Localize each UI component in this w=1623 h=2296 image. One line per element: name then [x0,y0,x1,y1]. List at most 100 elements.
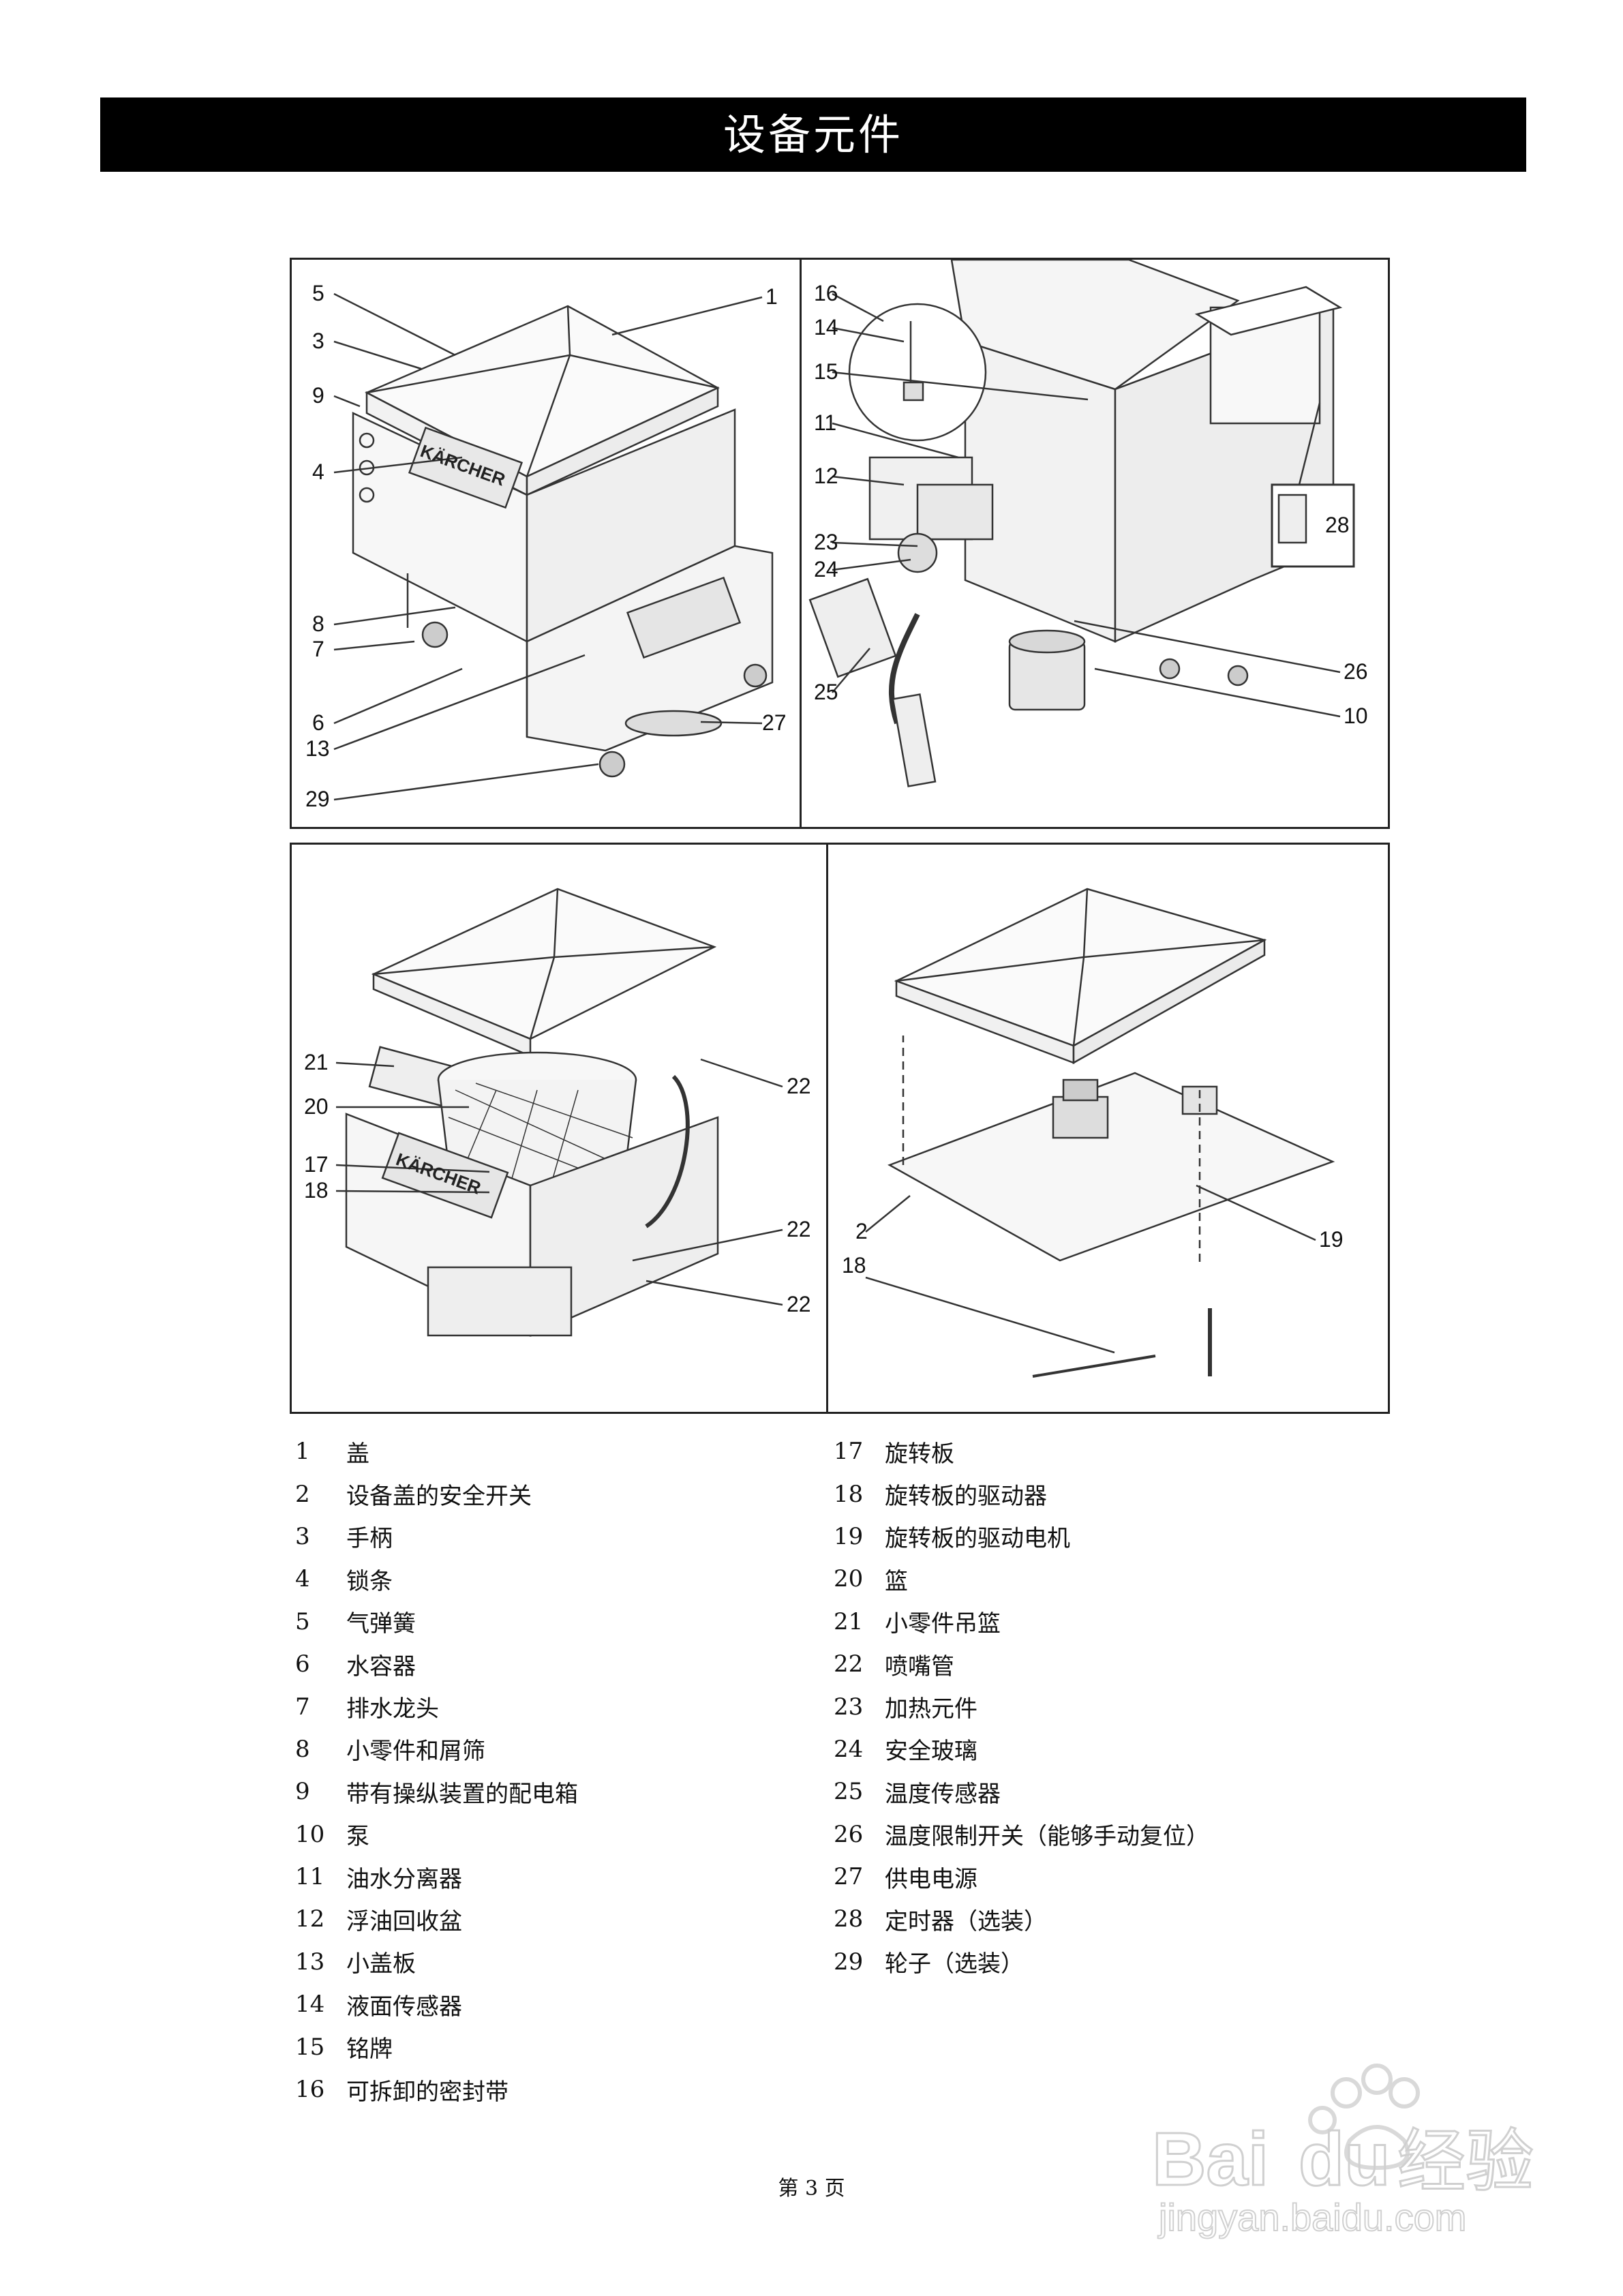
part-name: 油水分离器 [346,1865,462,1893]
part-number: 13 [295,1948,325,1976]
part-number: 14 [295,1991,325,2019]
parts-list-row: 7 排水龙头 [295,1685,578,1727]
part-name: 设备盖的安全开关 [346,1483,532,1511]
parts-list-row: 10 泵 [295,1813,578,1856]
part-number: 20 [834,1565,864,1593]
part-number: 1 [295,1438,310,1466]
part-number: 3 [295,1522,310,1550]
parts-list-row: 25 温度传感器 [834,1770,1209,1813]
paw-logo [1308,2064,1420,2171]
parts-list-row: 15 铭牌 [295,2025,578,2068]
part-number: 23 [834,1693,864,1721]
part-name: 供电电源 [885,1865,977,1893]
figure-drive-exploded: 2 18 19 [826,843,1390,1414]
parts-list-row: 26 温度限制开关（能够手动复位） [834,1813,1209,1856]
part-name: 锁条 [346,1567,393,1595]
part-number: 17 [834,1438,864,1466]
part-name: 小盖板 [346,1950,416,1978]
part-name: 定时器（选装） [885,1907,1047,1935]
part-name: 排水龙头 [346,1695,439,1723]
part-name: 加热元件 [885,1695,977,1723]
part-number: 5 [295,1607,310,1635]
parts-list-row: 21 小零件吊篮 [834,1601,1209,1643]
part-number: 6 [295,1650,310,1678]
part-name: 泵 [346,1823,369,1851]
parts-list-row: 5 气弹簧 [295,1601,578,1643]
part-number: 26 [834,1820,864,1848]
parts-list-row: 24 安全玻璃 [834,1728,1209,1770]
part-name: 气弹簧 [346,1610,416,1638]
part-number: 8 [295,1735,310,1763]
part-name: 盖 [346,1440,369,1468]
part-number: 15 [295,2033,325,2061]
part-name: 轮子（选装） [885,1950,1024,1978]
watermark-brand-du: du [1299,2117,1390,2201]
parts-list-row: 28 定时器（选装） [834,1898,1209,1940]
parts-list-row: 2 设备盖的安全开关 [295,1472,578,1515]
parts-list-row: 6 水容器 [295,1643,578,1685]
part-name: 旋转板的驱动器 [885,1483,1047,1511]
parts-list-row: 8 小零件和屑筛 [295,1728,578,1770]
part-number: 12 [295,1905,325,1933]
part-number: 9 [295,1778,310,1806]
parts-list-row: 11 油水分离器 [295,1856,578,1898]
part-number: 21 [834,1607,864,1635]
parts-list-row: 9 带有操纵装置的配电箱 [295,1770,578,1813]
part-name: 旋转板 [885,1440,954,1468]
part-number: 4 [295,1565,310,1593]
part-number: 18 [834,1480,864,1508]
parts-list-row: 22 喷嘴管 [834,1643,1209,1685]
part-number: 7 [295,1693,310,1721]
parts-list-row: 17 旋转板 [834,1430,1209,1472]
parts-list-row: 18 旋转板的驱动器 [834,1472,1209,1515]
part-number: 28 [834,1905,864,1933]
parts-list-row: 29 轮子（选装） [834,1941,1209,1983]
parts-list-row: 13 小盖板 [295,1941,578,1983]
parts-list-row: 16 可拆卸的密封带 [295,2068,578,2111]
watermark-cn: 经验 [1397,2121,1534,2201]
part-name: 小零件吊篮 [885,1610,1001,1638]
part-name: 可拆卸的密封带 [346,2078,509,2106]
part-name: 浮油回收盆 [346,1907,462,1935]
part-name: 水容器 [346,1652,416,1680]
figure-machine-overview: 5 3 9 4 8 7 6 13 29 1 27 KÄRCHER [290,258,804,829]
part-name: 带有操纵装置的配电箱 [346,1780,578,1808]
parts-list-row: 3 手柄 [295,1515,578,1558]
part-number: 29 [834,1948,864,1976]
part-name: 温度传感器 [885,1780,1001,1808]
part-name: 小零件和屑筛 [346,1738,485,1766]
parts-list-row: 4 锁条 [295,1558,578,1600]
part-number: 24 [834,1735,864,1763]
parts-list-row: 14 液面传感器 [295,1983,578,2025]
part-name: 铭牌 [346,2036,393,2064]
part-number: 11 [295,1863,325,1891]
part-name: 喷嘴管 [885,1652,954,1680]
part-number: 2 [295,1480,310,1508]
part-name: 温度限制开关（能够手动复位） [885,1823,1209,1851]
section-title-bar: 设备元件 [100,97,1526,172]
part-name: 旋转板的驱动电机 [885,1525,1070,1553]
part-number: 22 [834,1650,864,1678]
part-number: 10 [295,1820,325,1848]
figure-rear-components: 16 14 15 11 12 23 24 25 26 10 28 [800,258,1390,829]
watermark: Bai du 经验 jingyan.baidu.com [1151,2045,1535,2243]
parts-list-row: 23 加热元件 [834,1685,1209,1727]
part-number: 27 [834,1863,864,1891]
parts-list-row: 12 浮油回收盆 [295,1898,578,1940]
part-name: 手柄 [346,1525,393,1553]
watermark-url: jingyan.baidu.com [1157,2196,1466,2239]
parts-list-row: 20 篮 [834,1558,1209,1600]
watermark-brand: Bai [1152,2117,1269,2201]
figure-basket-exploded: 21 20 17 18 22 22 22 KÄRCHER [290,843,830,1414]
part-number: 16 [295,2076,325,2104]
part-name: 篮 [885,1567,908,1595]
part-name: 液面传感器 [346,1993,462,2021]
part-name: 安全玻璃 [885,1738,977,1766]
part-number: 25 [834,1778,864,1806]
page-number: 第 3 页 [778,2177,845,2201]
section-title: 设备元件 [723,110,903,160]
